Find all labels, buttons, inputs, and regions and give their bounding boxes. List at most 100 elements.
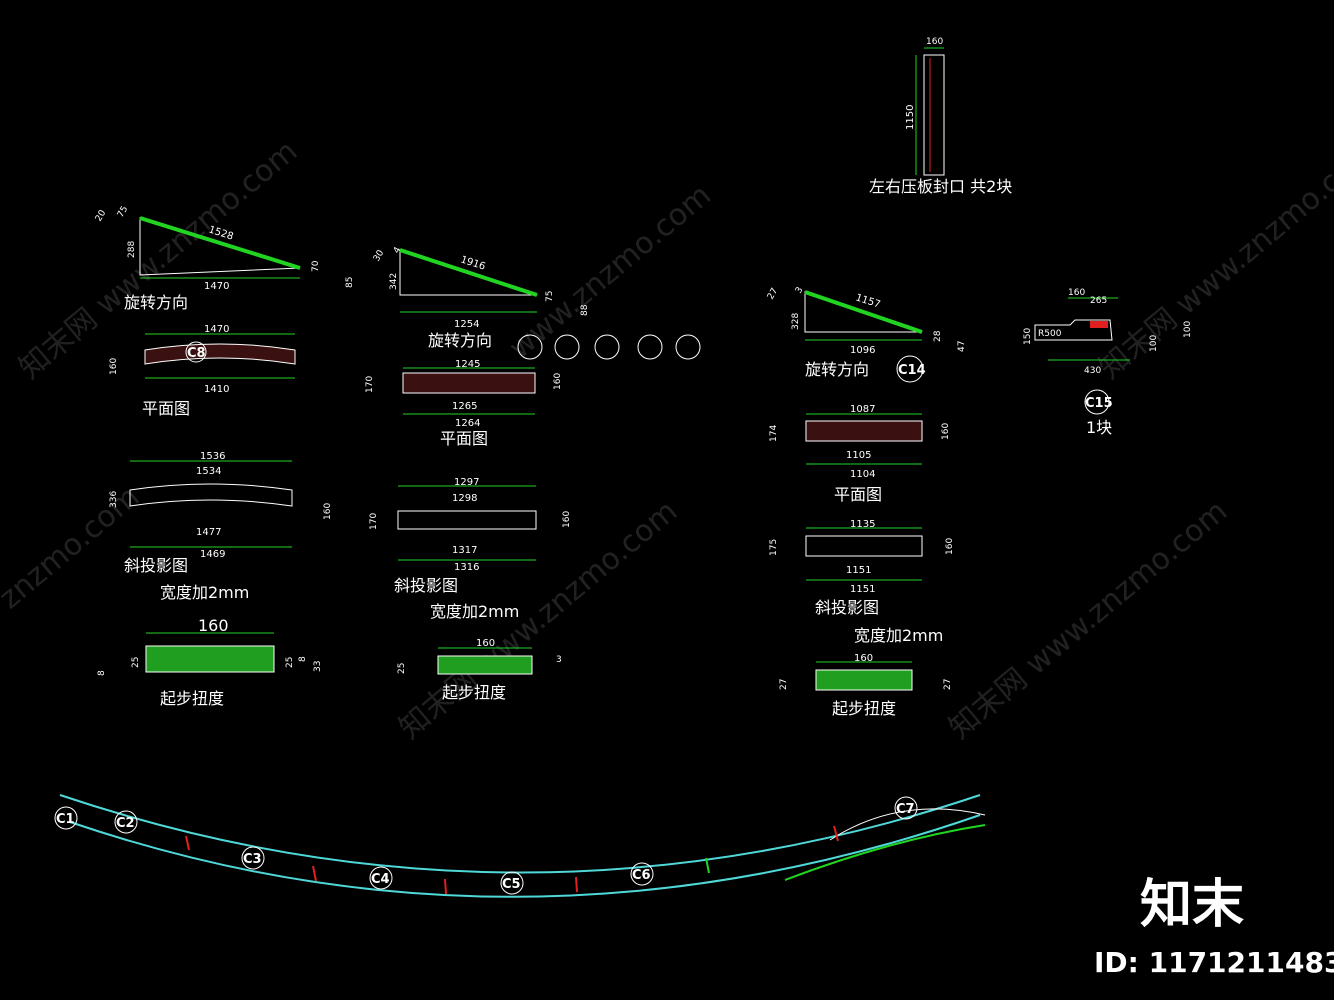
dim-label: 4 [392,245,404,255]
dim-label: 25 [397,663,407,674]
rail-tag: C5 [502,877,521,892]
oblique-caption: 斜投影图 [815,598,879,617]
tag-circle [517,334,543,360]
tag-circle [554,334,580,360]
joint-mark [705,857,710,874]
stair-rail-plan: C1 C2 C3 C4 C5 C6 C7 [54,794,986,898]
dim-label: 3 [794,286,806,296]
slope-bar [139,216,301,270]
dim-label: 1087 [850,404,875,415]
width-note: 宽度加2mm [430,602,519,621]
dim-label: 160 [941,423,951,440]
dim-label: 1151 [850,584,875,595]
joint-mark [833,825,839,842]
dim-label: R500 [1038,329,1062,339]
width-note: 宽度加2mm [854,626,943,645]
dim-height: 1150 [905,105,916,130]
dim-label: 160 [323,503,333,520]
start-caption: 起步扭度 [442,683,506,702]
dim-label: 170 [369,513,379,530]
joint-mark [185,835,190,851]
rail-tag: C2 [116,816,135,831]
start-caption: 起步扭度 [832,699,896,718]
dim-label: 3 [556,655,562,665]
plan-caption: 平面图 [440,429,488,448]
dim-label: 88 [580,304,590,316]
joint-mark [312,865,317,882]
rail-tag-circle [241,846,265,870]
dim-label: 75 [545,291,555,302]
rail-tag-circle [630,862,654,886]
start-profile [437,655,533,675]
rotation-caption: 旋转方向 [428,331,492,350]
part-c15: 160 265 150 R500 100 100 430 C15 1块 [1023,288,1193,437]
dim-label: 1477 [196,527,221,538]
dim-label: 1104 [850,469,875,480]
rail-tag-circle [500,871,524,895]
dim-label: 1470 [204,281,229,292]
part-caption: 1块 [1086,418,1112,437]
plan-caption: 平面图 [142,399,190,418]
dim-label: 160 [945,538,955,555]
plan-caption: 平面图 [834,485,882,504]
rail-tag: C3 [243,852,262,867]
dim-label: 25 [131,657,141,668]
rail-tag-circle [54,806,78,830]
start-caption: 起步扭度 [160,689,224,708]
board-outline [923,54,945,176]
part-tags [517,334,701,360]
dim-label: 430 [1084,366,1101,376]
joint-mark [575,876,578,893]
part-tag: C14 [898,363,926,378]
oblique-shape [129,483,293,507]
dim-label: 47 [957,341,967,352]
dim-label: 1096 [850,345,875,356]
dim-label: 1316 [454,562,479,573]
dim-label: 1298 [452,493,477,504]
dim-label: 25 [285,657,295,668]
dim-label: 8 [97,670,107,676]
dim-label: 27 [766,287,780,302]
dim-label: 175 [769,539,779,556]
dim-label: 288 [127,241,137,258]
dim-label: 1410 [204,384,229,395]
dim-label: 160 [854,653,873,664]
joint-mark [444,878,447,895]
tag-circle [637,334,663,360]
dim-label: 150 [1023,328,1033,345]
rotation-caption: 旋转方向 [124,293,188,312]
dim-label: 160 [476,638,495,649]
dim-label: 1105 [846,450,871,461]
dim-width: 160 [926,37,943,47]
dim-label: 342 [389,273,399,290]
rail-outer-edge [59,794,981,874]
dim-label: 1245 [455,359,480,370]
part-tag: C8 [187,346,206,361]
rail-tag: C7 [896,802,915,817]
dim-label: 1297 [454,477,479,488]
oblique-shape [805,535,923,557]
dim-label: 1135 [850,519,875,530]
part-tag: C15 [1085,396,1113,411]
dim-label: 336 [109,491,119,508]
oblique-caption: 斜投影图 [394,576,458,595]
dim-label: 1534 [196,466,221,477]
dim-label: 1151 [846,565,871,576]
plan-shape [402,372,536,394]
plan-shape [805,420,923,442]
start-profile [145,645,275,673]
part-tag-circle [185,341,207,363]
dim-label: 160 [109,358,119,375]
start-profile [815,669,913,691]
dim-label: 265 [1090,296,1107,306]
dim-label: 33 [313,661,323,672]
dim-label: 1317 [452,545,477,556]
plan-shape [144,343,296,365]
dim-label: 75 [116,205,130,220]
brand-logo: 知末 [1140,875,1244,935]
dim-label: 160 [562,511,572,528]
dim-label: 85 [345,277,355,288]
tag-circle [896,355,924,383]
part-c8: 20 75 288 1528 1470 70 85 旋转方向 1470 1410… [94,205,355,708]
